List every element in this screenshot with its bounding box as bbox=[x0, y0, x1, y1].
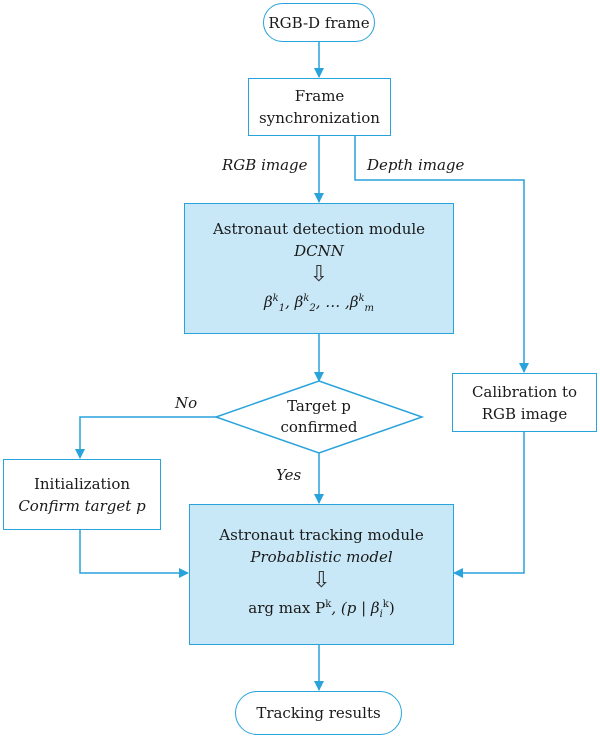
detection-method: DCNN bbox=[294, 241, 344, 260]
label-depth-image: Depth image bbox=[367, 156, 465, 174]
label-no: No bbox=[175, 394, 198, 412]
calibration-line-2: RGB image bbox=[481, 404, 568, 423]
decision-line-1: Target p bbox=[287, 397, 351, 415]
decision-line-2: confirmed bbox=[280, 418, 358, 436]
edge-sync-to-calibration bbox=[354, 136, 529, 373]
decision-diamond bbox=[213, 380, 425, 454]
tracking-title: Astronaut tracking module bbox=[219, 525, 424, 544]
edge-init-to-tracking bbox=[79, 530, 189, 578]
tracking-method: Probablistic model bbox=[250, 547, 393, 566]
label-rgb-image: RGB image bbox=[222, 156, 308, 174]
initialization-line-2: Confirm target p bbox=[18, 496, 146, 515]
end-tracking-results: Tracking results bbox=[235, 691, 402, 735]
detection-module-box: Astronaut detection module DCNN ⇩ βk1, β… bbox=[184, 203, 454, 334]
tracking-module-box: Astronaut tracking module Probablistic m… bbox=[189, 504, 454, 645]
decision-text: Target p confirmed bbox=[239, 396, 399, 438]
tracking-formula: arg max Pk, (p | βik) bbox=[248, 598, 395, 620]
label-yes: Yes bbox=[276, 466, 302, 484]
down-arrow-icon: ⇩ bbox=[309, 261, 329, 287]
initialization-box: Initialization Confirm target p bbox=[3, 459, 161, 530]
start-label: RGB-D frame bbox=[268, 13, 370, 32]
end-label: Tracking results bbox=[256, 704, 381, 722]
frame-sync-line-2: synchronization bbox=[259, 109, 380, 127]
detection-output-formula: βk1, βk2, … ,βkm bbox=[263, 292, 375, 314]
frame-sync-box: Frame synchronization bbox=[248, 78, 391, 136]
detection-title: Astronaut detection module bbox=[212, 219, 426, 238]
edge-decision-to-init bbox=[75, 416, 220, 459]
down-arrow-icon: ⇩ bbox=[312, 567, 331, 593]
calibration-box: Calibration to RGB image bbox=[452, 373, 597, 432]
frame-sync-line-1: Frame bbox=[294, 87, 345, 105]
start-rgbd-frame: RGB-D frame bbox=[263, 3, 375, 42]
initialization-line-1: Initialization bbox=[33, 474, 131, 493]
edge-calibration-to-tracking bbox=[453, 432, 525, 578]
calibration-line-1: Calibration to bbox=[471, 382, 578, 401]
